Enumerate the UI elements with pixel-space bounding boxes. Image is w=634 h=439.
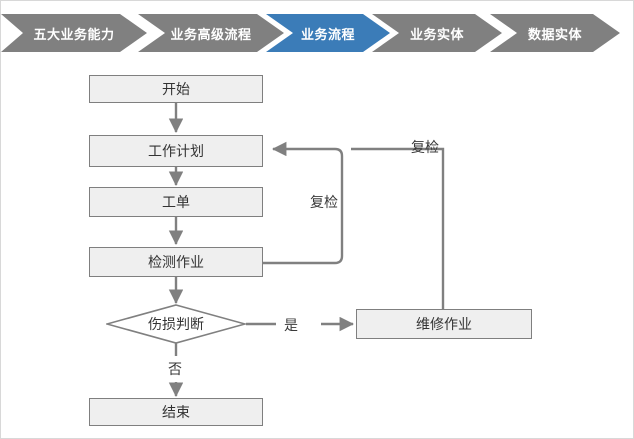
node-repair-task-label: 维修作业 — [416, 317, 472, 333]
node-work-plan-label: 工作计划 — [148, 144, 204, 160]
diamond-shape — [106, 304, 246, 344]
edge-recheck-outer-loop — [351, 147, 445, 309]
edge-label-no: 否 — [168, 362, 182, 378]
node-end-label: 结束 — [162, 405, 190, 421]
node-inspection-task-label: 检测作业 — [148, 255, 204, 271]
edge-label-recheck-inner: 复检 — [310, 195, 338, 211]
node-work-order-label: 工单 — [162, 195, 190, 211]
node-damage-decision-label: 伤损判断 — [148, 317, 204, 333]
edge-label-yes: 是 — [284, 318, 298, 334]
node-damage-decision[interactable]: 伤损判断 — [106, 304, 246, 344]
node-work-plan[interactable]: 工作计划 — [89, 135, 263, 167]
node-start-label: 开始 — [162, 82, 190, 98]
node-start[interactable]: 开始 — [89, 75, 263, 103]
node-repair-task[interactable]: 维修作业 — [356, 309, 532, 339]
node-inspection-task[interactable]: 检测作业 — [89, 247, 263, 277]
node-end[interactable]: 结束 — [89, 398, 263, 426]
edge-recheck-inner-loop — [263, 141, 344, 265]
node-work-order[interactable]: 工单 — [89, 187, 263, 217]
edge-label-recheck-outer: 复检 — [411, 140, 439, 156]
